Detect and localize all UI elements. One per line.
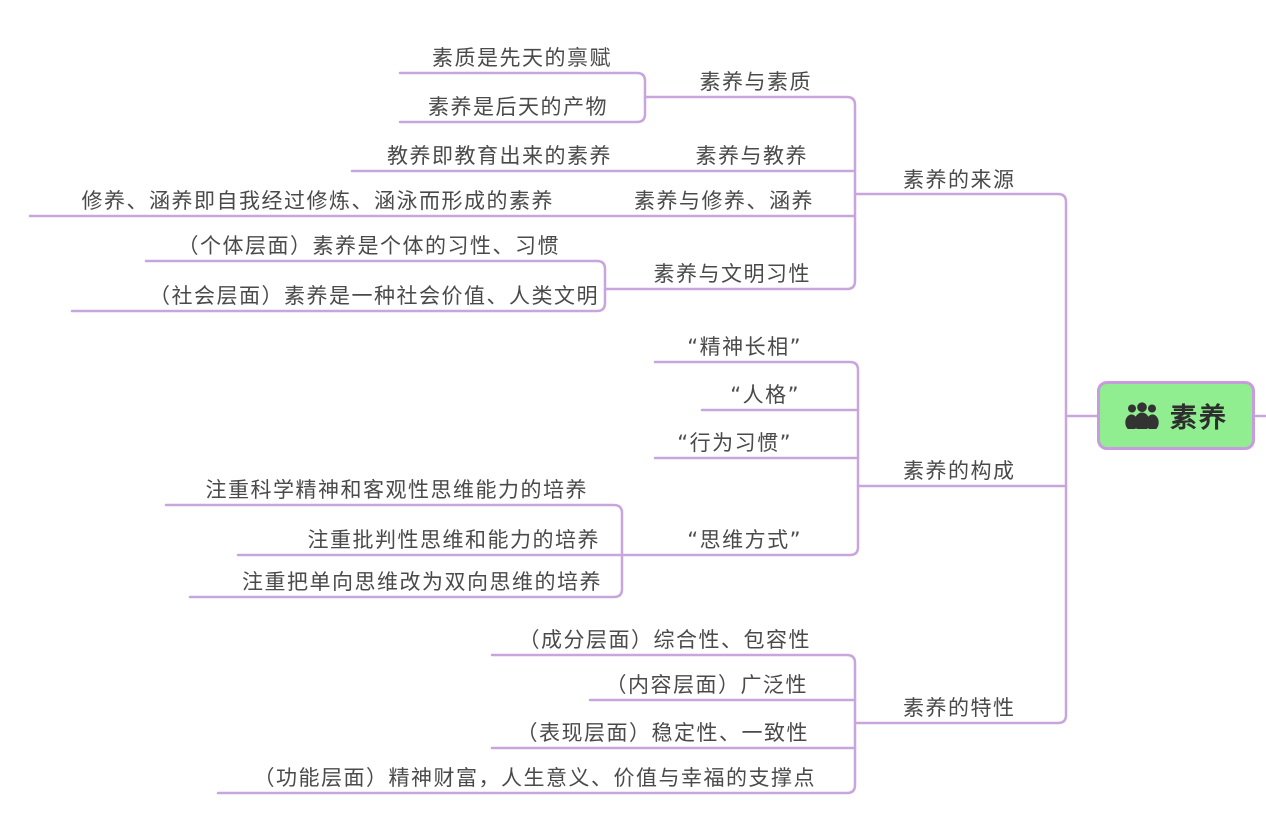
leaf-suzhi-innate[interactable]: 素质是先天的禀赋 <box>432 46 612 70</box>
leaf-component-level[interactable]: （成分层面）综合性、包容性 <box>518 628 811 652</box>
leaf-spiritual-appearance[interactable]: “精神长相” <box>687 335 802 359</box>
branch-characteristics-label[interactable]: 素养的特性 <box>903 696 1016 720</box>
subtopic-suyang-vs-suzhi[interactable]: 素养与素质 <box>699 70 812 94</box>
leaf-scientific-spirit[interactable]: 注重科学精神和客观性思维能力的培养 <box>205 478 588 502</box>
leaf-content-level[interactable]: （内容层面）广泛性 <box>605 673 808 697</box>
edge-characteristics-leaf-bracket <box>216 653 857 795</box>
subtopic-suyang-vs-xiuyang[interactable]: 素养与修养、涵养 <box>634 189 814 213</box>
leaf-social-level[interactable]: （社会层面）素养是一种社会价值、人类文明 <box>149 284 599 308</box>
root-topic[interactable]: 素养 <box>1097 381 1255 450</box>
subtopic-suyang-vs-jiaoyang[interactable]: 素养与教养 <box>695 144 808 168</box>
leaf-personality[interactable]: “人格” <box>730 383 800 407</box>
leaf-jiaoyang-definition[interactable]: 教养即教育出来的素养 <box>387 144 612 168</box>
branch-sources-label[interactable]: 素养的来源 <box>903 168 1016 192</box>
subtopic-suyang-vs-civilized[interactable]: 素养与文明习性 <box>653 262 811 286</box>
leaf-expression-level[interactable]: （表现层面）稳定性、一致性 <box>516 721 809 745</box>
subtopic-thinking-mode[interactable]: “思维方式” <box>687 528 802 552</box>
leaf-behavior-habits[interactable]: “行为习惯” <box>677 431 792 455</box>
edge-civilized-leaf-bracket <box>70 259 607 313</box>
leaf-two-way-thinking[interactable]: 注重把单向思维改为双向思维的培养 <box>242 570 602 594</box>
leaf-function-level[interactable]: （功能层面）精神财富，人生意义、价值与幸福的支撑点 <box>253 766 816 790</box>
leaf-individual-level[interactable]: （个体层面）素养是个体的习性、习惯 <box>177 234 560 258</box>
people-group-icon <box>1125 402 1159 429</box>
branch-composition-label[interactable]: 素养的构成 <box>903 459 1016 483</box>
root-topic-label: 素养 <box>1170 403 1228 434</box>
leaf-xiuyang-definition[interactable]: 修养、涵养即自我经过修炼、涵泳而形成的素养 <box>81 189 554 213</box>
leaf-suyang-acquired[interactable]: 素养是后天的产物 <box>428 95 608 119</box>
edge-main-trunk <box>853 192 1068 725</box>
edge-thinking-leaf-bracket <box>164 503 624 599</box>
leaf-critical-thinking[interactable]: 注重批判性思维和能力的培养 <box>307 528 600 552</box>
